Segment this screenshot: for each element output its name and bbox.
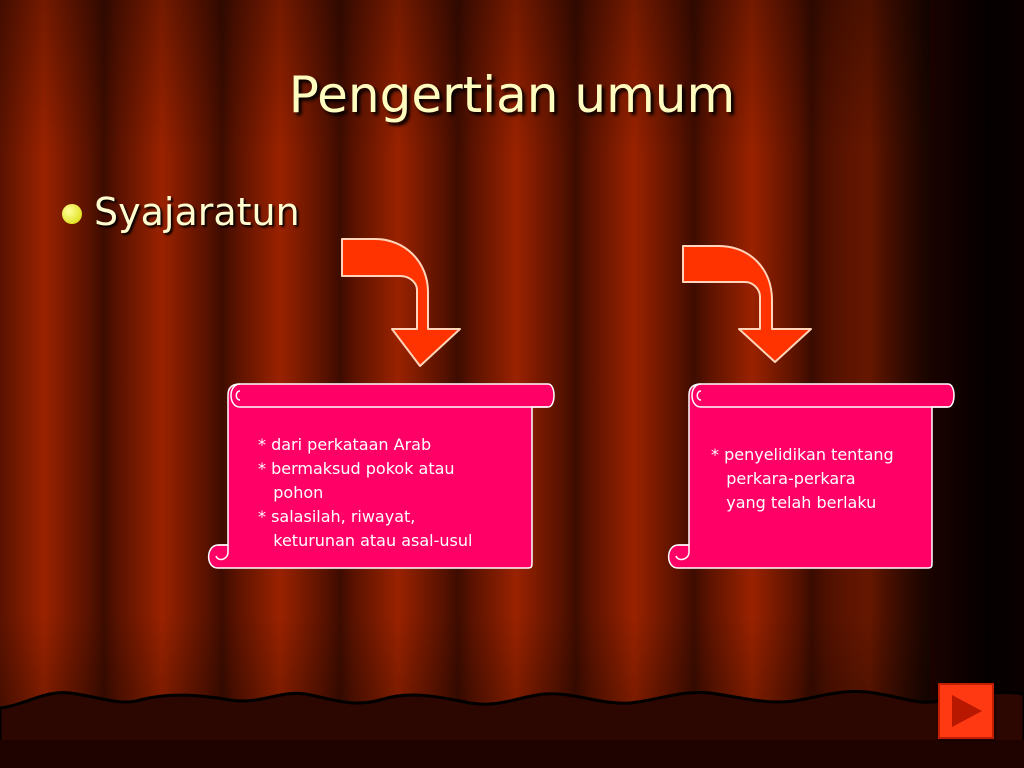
play-next-icon — [952, 695, 982, 727]
stage-lip — [0, 740, 1024, 768]
scroll-left-text: * dari perkataan Arab * bermaksud pokok … — [258, 435, 473, 550]
scroll-right — [667, 383, 955, 569]
bullet-dot-icon — [62, 204, 82, 224]
scroll-left — [207, 383, 555, 569]
curved-down-arrow-icon — [682, 245, 812, 363]
curved-down-arrow-icon — [341, 238, 461, 367]
next-slide-button[interactable] — [938, 683, 994, 739]
bullet-item: Syajaratun — [62, 190, 300, 234]
bullet-text: Syajaratun — [94, 190, 300, 234]
slide-title: Pengertian umum — [288, 66, 736, 124]
scroll-right-text: * penyelidikan tentang perkara-perkara y… — [711, 445, 894, 512]
